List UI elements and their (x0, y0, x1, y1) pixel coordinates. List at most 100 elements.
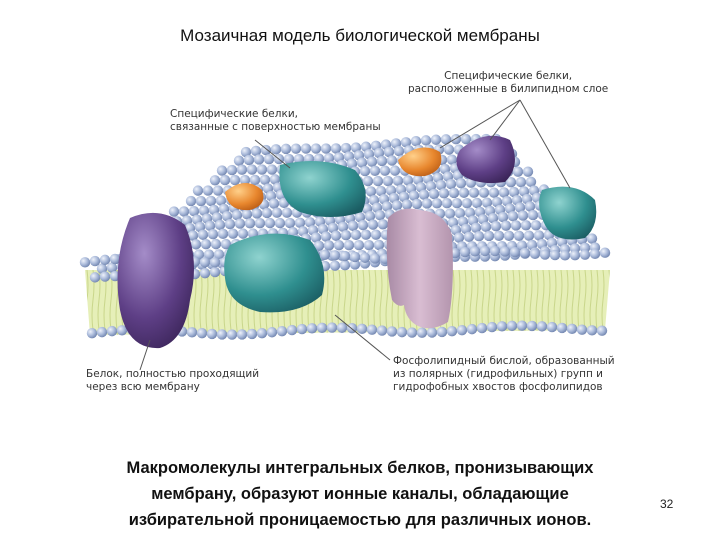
lipid-head (216, 165, 228, 176)
slide-caption: Макромолекулы интегральных белков, прони… (126, 459, 594, 529)
lipid-head (458, 187, 470, 198)
lipid-head (510, 220, 522, 231)
lipid-head (503, 230, 515, 241)
lipid-head (483, 230, 495, 242)
lipid-head (212, 185, 224, 196)
lipid-head (190, 239, 202, 250)
lipid-head (389, 165, 401, 176)
lipid-head (363, 239, 375, 251)
lipid-head (356, 323, 368, 335)
lipid-head (206, 328, 218, 340)
lipid-head (464, 207, 476, 218)
lipid-head (589, 248, 601, 260)
lipid-head (319, 249, 331, 260)
lipid-head (369, 253, 381, 264)
lipid-head (478, 187, 490, 198)
lipid-head (259, 174, 271, 185)
label-specific-bilayer-proteins: Специфические белки, расположенные в бил… (408, 70, 609, 95)
lipid-head (367, 219, 379, 230)
lipid-head (549, 249, 561, 261)
lipid-head (227, 228, 239, 239)
lipid-head (251, 208, 263, 219)
lipid-head (116, 325, 128, 336)
lipid-head (339, 250, 351, 262)
lipid-head (199, 256, 211, 268)
lipid-head (379, 165, 391, 176)
lipid-head (284, 217, 296, 229)
lipid-head (515, 176, 527, 188)
lipid-head (226, 329, 238, 340)
lipid-head (468, 187, 480, 198)
lipid-head (366, 156, 378, 167)
lipid-head (197, 229, 209, 240)
lipid-head (233, 155, 245, 166)
lipid-head (383, 146, 395, 158)
lipid-head (236, 329, 248, 340)
lipid-head (392, 175, 404, 187)
lipid-head (508, 186, 520, 198)
lipid-head (375, 185, 387, 197)
lipid-head (329, 250, 341, 261)
lipid-head (330, 230, 342, 241)
lipid-head (188, 205, 200, 217)
lipid-head (455, 178, 467, 189)
lipid-head (336, 322, 348, 333)
lipid-head (195, 195, 207, 207)
lipid-head (270, 144, 282, 155)
lipid-head (239, 174, 251, 186)
lipid-head (333, 240, 345, 251)
lipid-head (446, 325, 458, 337)
lipid-head (266, 164, 278, 175)
lipid-head (445, 178, 457, 190)
lipid-head (519, 247, 531, 259)
lipid-head (586, 233, 598, 244)
lipid-head (209, 175, 221, 186)
lipid-head (370, 229, 382, 240)
lipid-head (269, 174, 281, 185)
lipid-head (260, 144, 272, 156)
lipid-head (207, 228, 219, 240)
lipid-head (320, 231, 332, 242)
lipid-head (586, 325, 598, 336)
protein-transmembrane (117, 212, 194, 349)
lipid-head (360, 229, 372, 240)
lipid-head (366, 324, 378, 335)
lipid-head (393, 145, 405, 157)
lipid-head (365, 186, 377, 197)
lipid-head (480, 221, 492, 233)
lipid-head (304, 217, 316, 228)
slide-title: Мозаичная модель биологической мембраны (180, 26, 540, 45)
lipid-head (313, 240, 325, 251)
lipid-head (220, 238, 232, 250)
lipid-head (109, 253, 121, 265)
lipid-head (381, 201, 393, 212)
lipid-head (271, 207, 283, 218)
lipid-head (443, 144, 455, 155)
lipid-head (253, 154, 265, 165)
lipid-head (216, 329, 228, 340)
lipid-head (349, 251, 361, 263)
lipid-head (373, 147, 385, 159)
lipid-head (489, 245, 501, 257)
lipid-head (559, 250, 571, 261)
lipid-head (224, 218, 236, 230)
lipid-head (339, 259, 351, 271)
lipid-head (231, 209, 243, 221)
lipid-head (456, 325, 468, 336)
lipid-head (286, 324, 298, 336)
lipid-head (448, 187, 460, 199)
lipid-head (296, 323, 308, 335)
protein-purple-right (456, 135, 515, 184)
lipid-head (376, 155, 388, 167)
lipid-head (509, 246, 521, 258)
lipid-head (276, 325, 288, 337)
lipid-head (438, 188, 450, 199)
lipid-head (219, 174, 231, 186)
lipid-head (450, 133, 462, 145)
lipid-head (374, 209, 386, 221)
lipid-head (546, 321, 558, 333)
lipid-head (479, 245, 491, 257)
lipid-head (316, 322, 328, 334)
lipid-head (420, 135, 432, 146)
